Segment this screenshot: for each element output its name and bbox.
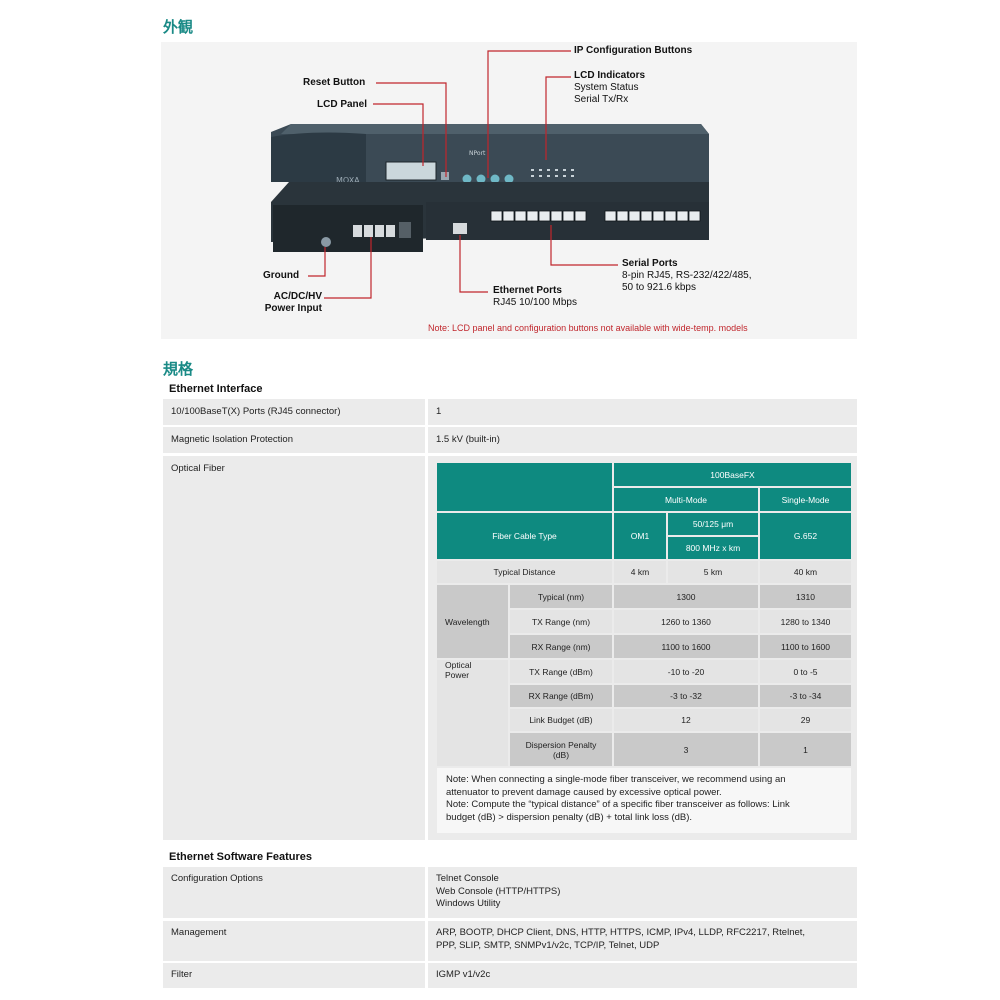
link-budget-mm: 12 [614, 709, 758, 731]
spec-label: Magnetic Isolation Protection [171, 434, 293, 445]
wavelength-rx-sm: 1100 to 1600 [760, 635, 851, 658]
spec-label: Filter [171, 969, 193, 980]
wavelength-rx-mm: 1100 to 1600 [614, 635, 758, 658]
device-logo: NPort [469, 150, 486, 157]
spec-value: ARP, BOOTP, DHCP Client, DNS, HTTP, HTTP… [436, 927, 806, 951]
spec-label: Management [171, 927, 227, 938]
typical-distance-sm: 40 km [760, 561, 851, 583]
callout-ethernet-ports: Ethernet Ports RJ45 10/100 Mbps [493, 285, 577, 308]
spec-value: IGMP v1/v2c [436, 969, 491, 980]
power-tx-mm: -10 to -20 [614, 660, 758, 683]
device-brand: MOXA [336, 176, 360, 185]
link-budget-sm: 29 [760, 709, 851, 731]
callout-reset-button: Reset Button [303, 77, 366, 88]
dispersion-penalty-mm: 3 [614, 733, 758, 766]
typical-distance-label: Typical Distance [437, 561, 612, 583]
spec-row-configuration-options: Configuration Options Telnet Console Web… [163, 867, 857, 918]
header-multi-mode: Multi-Mode [614, 488, 758, 511]
power-rx-label: RX Range (dBm) [510, 685, 612, 707]
appearance-heading: 外観 [163, 19, 194, 36]
software-features-title: Ethernet Software Features [169, 851, 313, 863]
callout-serial-ports: Serial Ports 8-pin RJ45, RS-232/422/485,… [622, 258, 752, 293]
callout-ground: Ground [263, 270, 300, 281]
spec-value: 1 [436, 406, 442, 417]
power-rx-sm: -3 to -34 [760, 685, 851, 707]
callout-lcd-panel: LCD Panel [317, 99, 368, 110]
spec-row-filter: Filter IGMP v1/v2c [163, 963, 857, 988]
spec-row-rj45-ports: 10/100BaseT(X) Ports (RJ45 connector) 1 [163, 399, 857, 425]
header-100basefx: 100BaseFX [614, 463, 851, 486]
power-tx-sm: 0 to -5 [760, 660, 851, 683]
spec-value: 1.5 kV (built-in) [436, 434, 500, 445]
spec-label: 10/100BaseT(X) Ports (RJ45 connector) [171, 406, 341, 417]
callout-ip-config-buttons: IP Configuration Buttons [574, 45, 693, 56]
typical-distance-om1: 4 km [614, 561, 666, 583]
wavelength-group-label: Wavelength [437, 585, 508, 658]
spec-row-management: Management ARP, BOOTP, DHCP Client, DNS,… [163, 921, 857, 961]
dispersion-penalty-sm: 1 [760, 733, 851, 766]
fiber-g652: G.652 [760, 513, 851, 559]
dispersion-penalty-label: Dispersion Penalty (dB) [510, 733, 612, 766]
device-illustration: MOXA NPort [271, 50, 709, 299]
fiber-om1: OM1 [614, 513, 666, 559]
spec-row-magnetic-isolation: Magnetic Isolation Protection 1.5 kV (bu… [163, 427, 857, 453]
table-header-blank [437, 463, 612, 511]
fiber-cable-type-label: Fiber Cable Type [437, 513, 612, 559]
spec-label: Optical Fiber [171, 463, 225, 474]
wavelength-typical-label: Typical (nm) [510, 585, 612, 608]
spec-label: Configuration Options [171, 873, 263, 884]
typical-distance-mm: 5 km [668, 561, 758, 583]
power-rx-mm: -3 to -32 [614, 685, 758, 707]
product-figure: MOXA NPort [161, 42, 857, 339]
spec-value: Telnet Console Web Console (HTTP/HTTPS) … [436, 873, 561, 909]
callout-power-input: AC/DC/HV Power Input [264, 291, 322, 314]
optical-power-group-label: Optical Power [437, 660, 508, 766]
header-single-mode: Single-Mode [760, 488, 851, 511]
optical-notes: Note: When connecting a single-mode fibe… [446, 774, 790, 823]
wavelength-tx-label: TX Range (nm) [510, 610, 612, 633]
wide-temp-note: Note: LCD panel and configuration button… [428, 323, 748, 333]
specs-heading: 規格 [163, 361, 194, 378]
link-budget-label: Link Budget (dB) [510, 709, 612, 731]
wavelength-tx-sm: 1280 to 1340 [760, 610, 851, 633]
power-tx-label: TX Range (dBm) [510, 660, 612, 683]
wavelength-tx-mm: 1260 to 1360 [614, 610, 758, 633]
optical-notes-box [437, 768, 851, 833]
wavelength-typical-mm: 1300 [614, 585, 758, 608]
fiber-bandwidth: 800 MHz x km [668, 537, 758, 559]
wavelength-typical-sm: 1310 [760, 585, 851, 608]
ethernet-interface-title: Ethernet Interface [169, 383, 263, 395]
wavelength-rx-label: RX Range (nm) [510, 635, 612, 658]
callout-lcd-indicators: LCD Indicators System Status Serial Tx/R… [574, 70, 646, 105]
fiber-size: 50/125 μm [668, 513, 758, 535]
